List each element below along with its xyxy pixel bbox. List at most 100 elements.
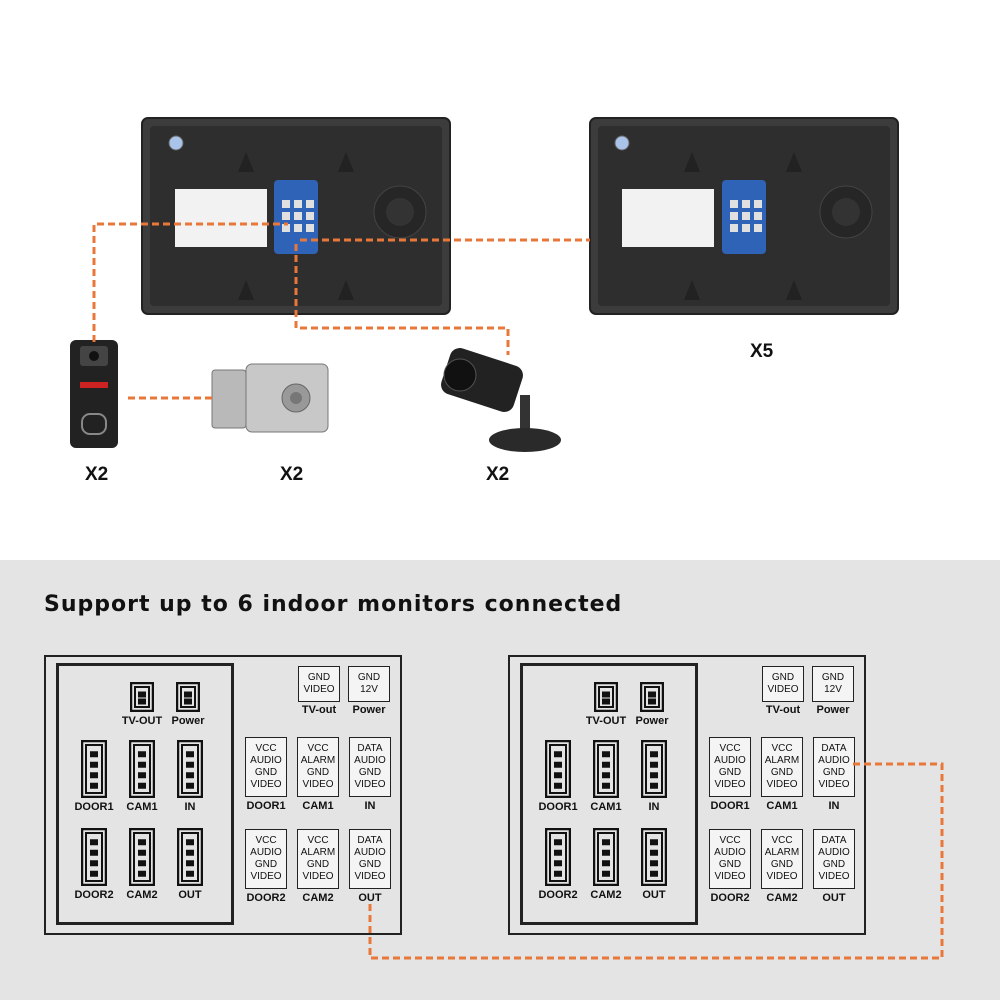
headline: Support up to 6 indoor monitors connecte… <box>44 592 623 617</box>
pin-label: GND <box>771 672 795 683</box>
pin-label: AUDIO <box>714 847 746 858</box>
wiring-lines <box>92 222 590 400</box>
pin-label: AUDIO <box>354 755 386 766</box>
pin-label: DATA <box>357 835 383 846</box>
pin-label: VIDEO <box>250 779 282 790</box>
pin-label: VIDEO <box>354 779 386 790</box>
pin-label: AUDIO <box>818 755 850 766</box>
pin-label: GND <box>306 767 330 778</box>
monitor-quantity: X5 <box>750 341 774 362</box>
pin-label: GND <box>358 767 382 778</box>
pin-label: VCC <box>307 835 329 846</box>
pin-label: VIDEO <box>302 871 334 882</box>
connector-label: CAM2 <box>126 889 158 901</box>
connector-icon-door1 <box>80 739 108 803</box>
pin-label: GND <box>770 767 794 778</box>
pinout-label: Power <box>816 704 850 716</box>
pin-label: VCC <box>771 743 793 754</box>
electric-lock <box>211 363 329 433</box>
port-icon-tv-out <box>593 681 619 717</box>
port-label: Power <box>635 715 669 727</box>
connector-label: CAM1 <box>126 801 158 813</box>
connector-label: DOOR1 <box>74 801 114 813</box>
pin-label: VCC <box>255 835 277 846</box>
pin-label: 12V <box>824 684 842 695</box>
pin-label: GND <box>254 859 278 870</box>
pinout-label: Power <box>352 704 386 716</box>
pin-label: GND <box>254 767 278 778</box>
connector-icon-cam2 <box>592 827 620 891</box>
lock-quantity: X2 <box>280 464 304 485</box>
pin-label: VCC <box>307 743 329 754</box>
pin-label: VIDEO <box>818 871 850 882</box>
pin-label: VCC <box>719 835 741 846</box>
pin-label: AUDIO <box>354 847 386 858</box>
pin-label: ALARM <box>300 755 336 766</box>
pin-label: VIDEO <box>714 779 746 790</box>
connector-icon-door1 <box>544 739 572 803</box>
pin-label: VIDEO <box>767 684 799 695</box>
connector-icon-door2 <box>80 827 108 891</box>
connector-icon-cam2 <box>128 827 156 891</box>
pin-label: VIDEO <box>766 871 798 882</box>
pin-label: GND <box>822 859 846 870</box>
pinout-label: DOOR2 <box>246 892 286 904</box>
pin-label: GND <box>306 859 330 870</box>
pin-label: VIDEO <box>818 779 850 790</box>
port-icon-tv-out <box>129 681 155 717</box>
doorbell-quantity: X2 <box>85 464 109 485</box>
pin-label: 12V <box>360 684 378 695</box>
pinout-label: CAM1 <box>302 800 334 812</box>
pin-label: GND <box>357 672 381 683</box>
port-icon-power <box>175 681 201 717</box>
pinout-label: TV-out <box>301 704 337 716</box>
pin-label: AUDIO <box>714 755 746 766</box>
camera-quantity: X2 <box>486 464 510 485</box>
connector-panel-1 <box>44 655 402 935</box>
pin-label: ALARM <box>764 847 800 858</box>
pin-label: VCC <box>255 743 277 754</box>
pin-label: VIDEO <box>354 871 386 882</box>
connector-icon-cam1 <box>128 739 156 803</box>
pinout-label: OUT <box>822 892 846 904</box>
connector-label: IN <box>184 801 196 813</box>
pin-label: DATA <box>357 743 383 754</box>
pin-label: VIDEO <box>303 684 335 695</box>
pin-label: AUDIO <box>250 847 282 858</box>
pin-label: GND <box>307 672 331 683</box>
indoor-monitor-1 <box>141 117 451 315</box>
device-overview: X5 X2 X2 X2 <box>70 117 899 485</box>
device-illustration <box>70 117 899 452</box>
port-label: TV-OUT <box>121 715 163 727</box>
port-label: TV-OUT <box>585 715 627 727</box>
pin-label: AUDIO <box>250 755 282 766</box>
pin-label: GND <box>358 859 382 870</box>
pin-label: GND <box>821 672 845 683</box>
pin-label: DATA <box>821 835 847 846</box>
port-label: Power <box>171 715 205 727</box>
connector-icon-out <box>176 827 204 891</box>
pinout-label: IN <box>828 800 840 812</box>
pin-label: ALARM <box>764 755 800 766</box>
connector-icon-out <box>640 827 668 891</box>
pin-label: VCC <box>771 835 793 846</box>
pin-label: AUDIO <box>818 847 850 858</box>
cctv-camera <box>441 348 561 452</box>
pin-label: DATA <box>821 743 847 754</box>
connector-label: OUT <box>178 889 202 901</box>
connector-icon-door2 <box>544 827 572 891</box>
pin-label: GND <box>718 859 742 870</box>
pin-label: VIDEO <box>714 871 746 882</box>
